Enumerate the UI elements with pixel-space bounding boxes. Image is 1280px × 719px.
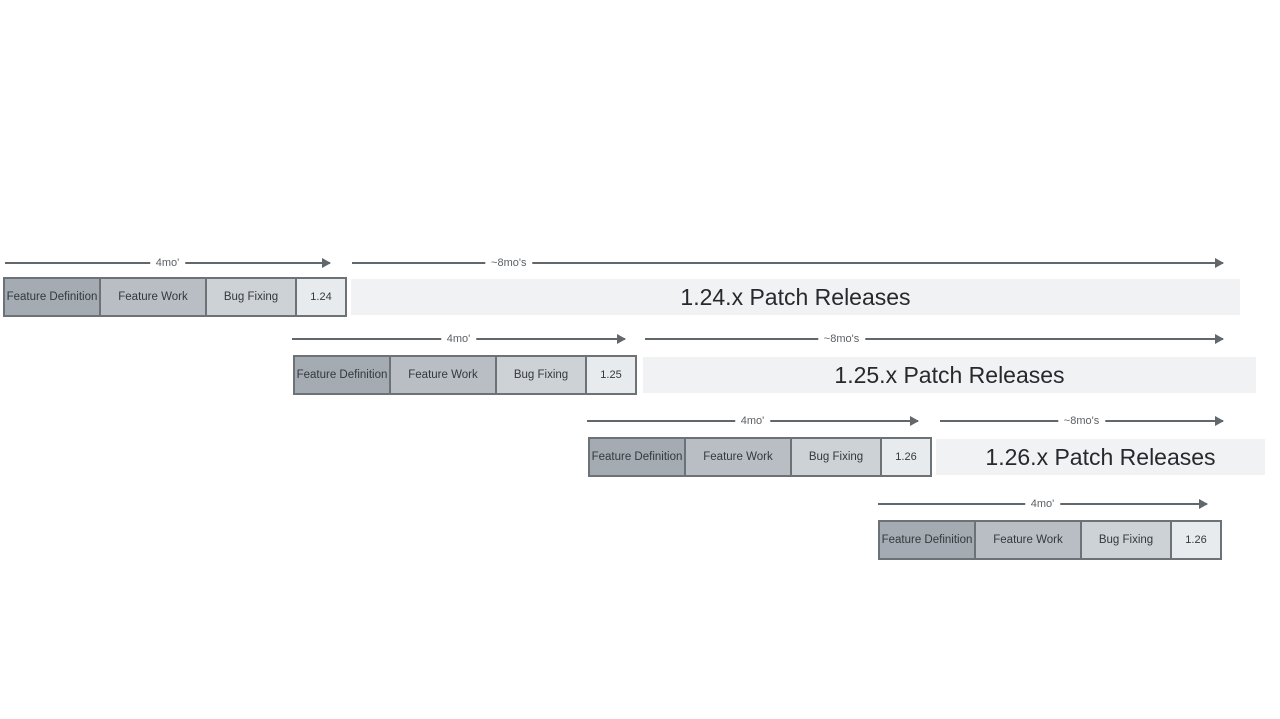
release-row-1-25: Feature Definition Feature Work Bug Fixi… (293, 355, 637, 395)
dev-cycle-arrow: 4mo' (587, 413, 919, 429)
patch-releases-bar: 1.26.x Patch Releases (936, 439, 1265, 475)
feature-work-box: Feature Work (389, 355, 497, 395)
patch-releases-label: 1.24.x Patch Releases (680, 283, 911, 310)
patch-duration-label: ~8mo's (817, 331, 866, 347)
feature-work-box: Feature Work (99, 277, 207, 317)
release-row-1-26: Feature Definition Feature Work Bug Fixi… (588, 437, 932, 477)
feature-definition-box: Feature Definition (3, 277, 101, 317)
bug-fixing-box: Bug Fixing (205, 277, 297, 317)
version-box: 1.25 (585, 355, 637, 395)
arrowhead-icon (1215, 258, 1224, 268)
patch-releases-label: 1.25.x Patch Releases (834, 361, 1065, 388)
version-box: 1.26 (880, 437, 932, 477)
feature-definition-box: Feature Definition (588, 437, 686, 477)
release-row-1-24: Feature Definition Feature Work Bug Fixi… (3, 277, 347, 317)
dev-cycle-arrow: 4mo' (878, 496, 1208, 512)
dev-cycle-arrow: 4mo' (292, 331, 626, 347)
bug-fixing-box: Bug Fixing (1080, 520, 1172, 560)
arrowhead-icon (1199, 499, 1208, 509)
feature-work-box: Feature Work (974, 520, 1082, 560)
arrowhead-icon (910, 416, 919, 426)
dev-duration-label: 4mo' (1024, 496, 1061, 512)
dev-cycle-arrow: 4mo' (5, 255, 331, 271)
patch-cycle-arrow: ~8mo's (940, 413, 1224, 429)
patch-releases-bar: 1.25.x Patch Releases (643, 357, 1256, 393)
patch-cycle-arrow: ~8mo's (645, 331, 1224, 347)
arrowhead-icon (322, 258, 331, 268)
patch-duration-label: ~8mo's (485, 255, 533, 271)
dev-duration-label: 4mo' (440, 331, 477, 347)
feature-definition-box: Feature Definition (293, 355, 391, 395)
dev-duration-label: 4mo' (149, 255, 186, 271)
bug-fixing-box: Bug Fixing (790, 437, 882, 477)
feature-work-box: Feature Work (684, 437, 792, 477)
feature-definition-box: Feature Definition (878, 520, 976, 560)
arrowhead-icon (617, 334, 626, 344)
version-box: 1.24 (295, 277, 347, 317)
patch-releases-label: 1.26.x Patch Releases (985, 443, 1216, 470)
patch-duration-label: ~8mo's (1057, 413, 1106, 429)
version-box: 1.26 (1170, 520, 1222, 560)
bug-fixing-box: Bug Fixing (495, 355, 587, 395)
arrowhead-icon (1215, 416, 1224, 426)
patch-releases-bar: 1.24.x Patch Releases (351, 279, 1240, 315)
arrowhead-icon (1215, 334, 1224, 344)
dev-duration-label: 4mo' (734, 413, 771, 429)
patch-cycle-arrow: ~8mo's (352, 255, 1224, 271)
release-row-next: Feature Definition Feature Work Bug Fixi… (878, 520, 1222, 560)
